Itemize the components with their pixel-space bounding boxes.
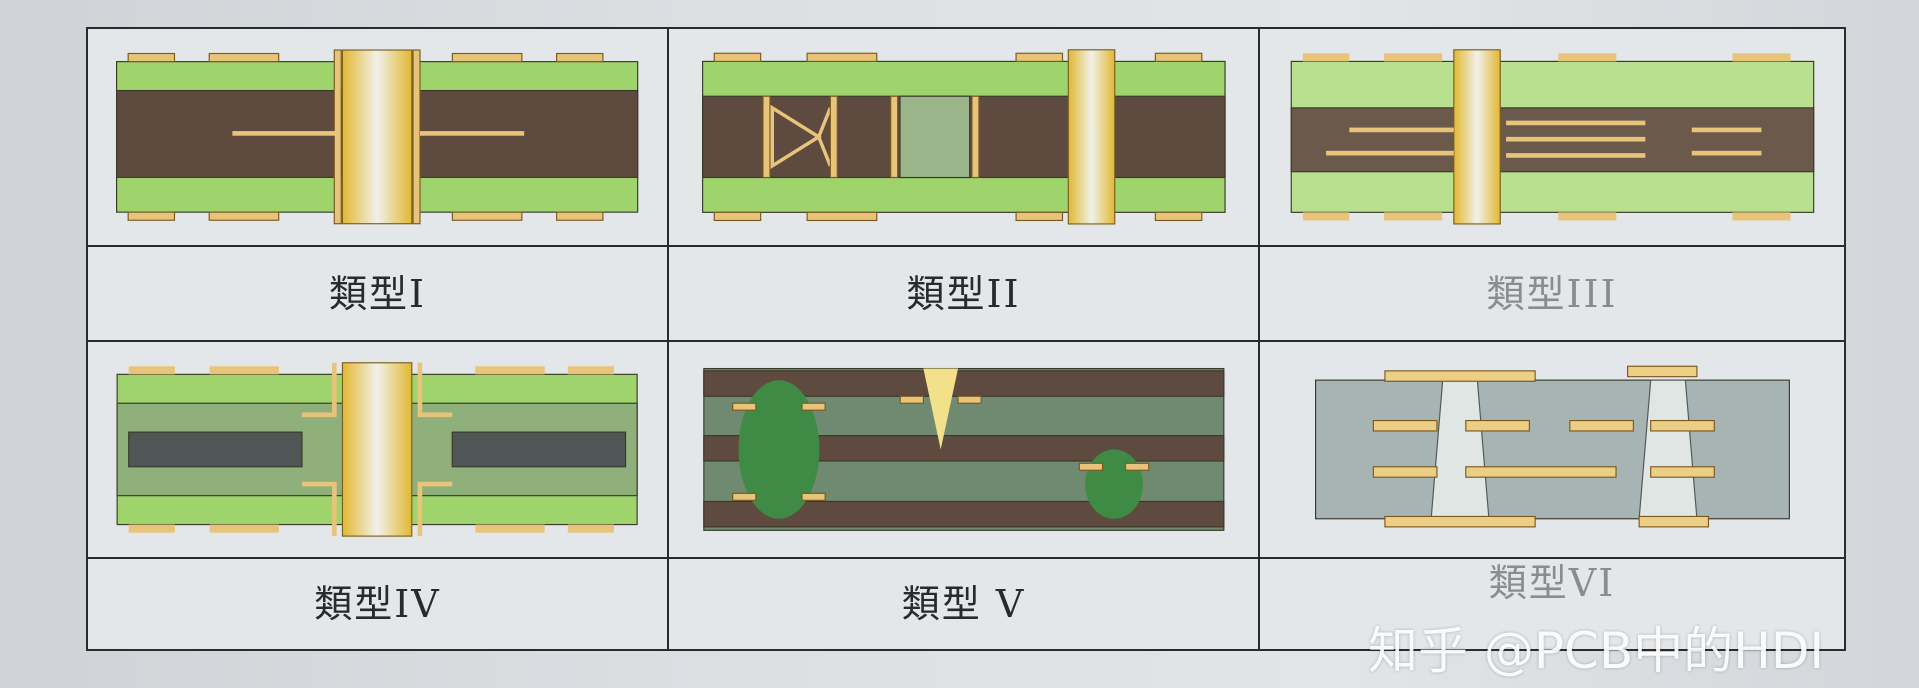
type-label: 類型 V	[901, 582, 1026, 626]
label-cell-type4: 類型IV	[88, 559, 669, 649]
diagram-type4	[88, 342, 669, 559]
label-cell-type6: 類型VI	[1260, 559, 1844, 649]
label-cell-type5: 類型 V	[669, 559, 1260, 649]
diagram-type6	[1260, 342, 1844, 559]
watermark: 知乎 @PCB中的HDI	[1368, 622, 1825, 680]
diagram-type1	[88, 29, 669, 247]
diagram-type2	[669, 29, 1260, 247]
through-via	[342, 49, 413, 225]
type-label: 類型II	[906, 271, 1021, 316]
type-label: 類型I	[328, 271, 426, 316]
hdi-types-table: 類型I 類型II 類型III	[86, 27, 1846, 651]
pcb-stackup-type1	[116, 49, 639, 225]
pcb-stackup-type5	[702, 368, 1225, 531]
label-cell-type2: 類型II	[669, 247, 1260, 342]
type-label: 類型III	[1486, 271, 1618, 316]
type-label: 類型IV	[314, 582, 441, 626]
label-cell-type1: 類型I	[88, 247, 669, 342]
copper-pads	[127, 53, 604, 221]
diagram-type5	[669, 342, 1260, 559]
pcb-stackup-type6	[1314, 365, 1790, 528]
type-label: 類型VI	[1488, 561, 1616, 605]
pcb-stackup-type3	[1290, 49, 1814, 225]
diagram-type3	[1260, 29, 1844, 247]
pcb-stackup-type2	[701, 49, 1226, 225]
label-cell-type3: 類型III	[1260, 247, 1844, 342]
pcb-stackup-type4	[116, 362, 639, 537]
